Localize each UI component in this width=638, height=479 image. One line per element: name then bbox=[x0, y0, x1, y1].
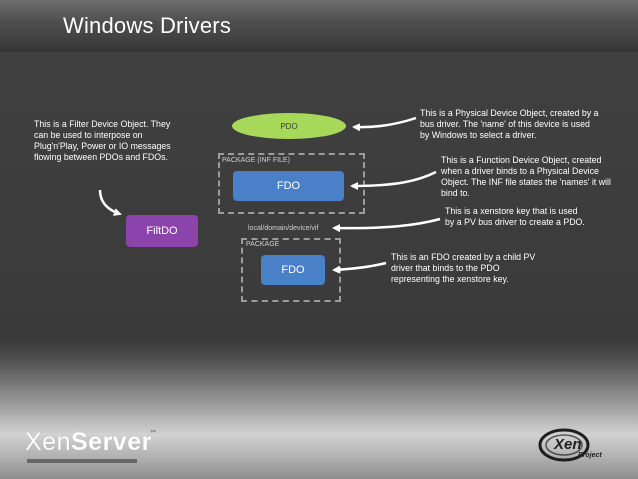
tagline-strip bbox=[27, 459, 137, 463]
slide-title: Windows Drivers bbox=[63, 13, 232, 38]
filtdo-node: FiltDO bbox=[126, 215, 198, 247]
trademark-mark: ™ bbox=[150, 430, 156, 436]
xen-project-logo: Xen Project bbox=[538, 428, 602, 462]
xenserver-tagline bbox=[27, 457, 137, 466]
xenserver-logo: XenServer bbox=[25, 428, 152, 456]
note-xenstore: This is a xenstore key that is used by a… bbox=[445, 206, 585, 227]
slide-footer bbox=[0, 340, 638, 479]
fdo-main-node: FDO bbox=[233, 171, 344, 201]
fdo-child-node: FDO bbox=[261, 255, 325, 285]
curved-arrow-icon bbox=[350, 170, 437, 190]
slide-header: Windows Drivers bbox=[0, 0, 638, 52]
svg-text:Xen: Xen bbox=[553, 436, 582, 453]
svg-text:Project: Project bbox=[578, 452, 602, 459]
note-fdo: This is a Function Device Object, create… bbox=[441, 155, 611, 198]
package-label: PACKAGE bbox=[246, 241, 280, 248]
curved-arrow-icon bbox=[332, 261, 387, 274]
xenstore-key-label: local/domain/device/vif bbox=[248, 225, 319, 232]
package-inf-label: PACKAGE (INF FILE) bbox=[222, 157, 290, 164]
curved-arrow-icon bbox=[332, 217, 441, 233]
package-inf-box bbox=[218, 153, 365, 214]
note-child-fdo: This is an FDO created by a child PV dri… bbox=[391, 252, 536, 284]
curved-arrow-icon bbox=[98, 189, 122, 216]
curved-arrow-icon bbox=[352, 116, 417, 132]
header-shine bbox=[0, 0, 638, 22]
note-pdo: This is a Physical Device Object, create… bbox=[420, 108, 599, 140]
diagram-area bbox=[0, 52, 638, 352]
pdo-node: PDO bbox=[232, 113, 346, 139]
note-filter: This is a Filter Device Object. They can… bbox=[34, 119, 171, 162]
